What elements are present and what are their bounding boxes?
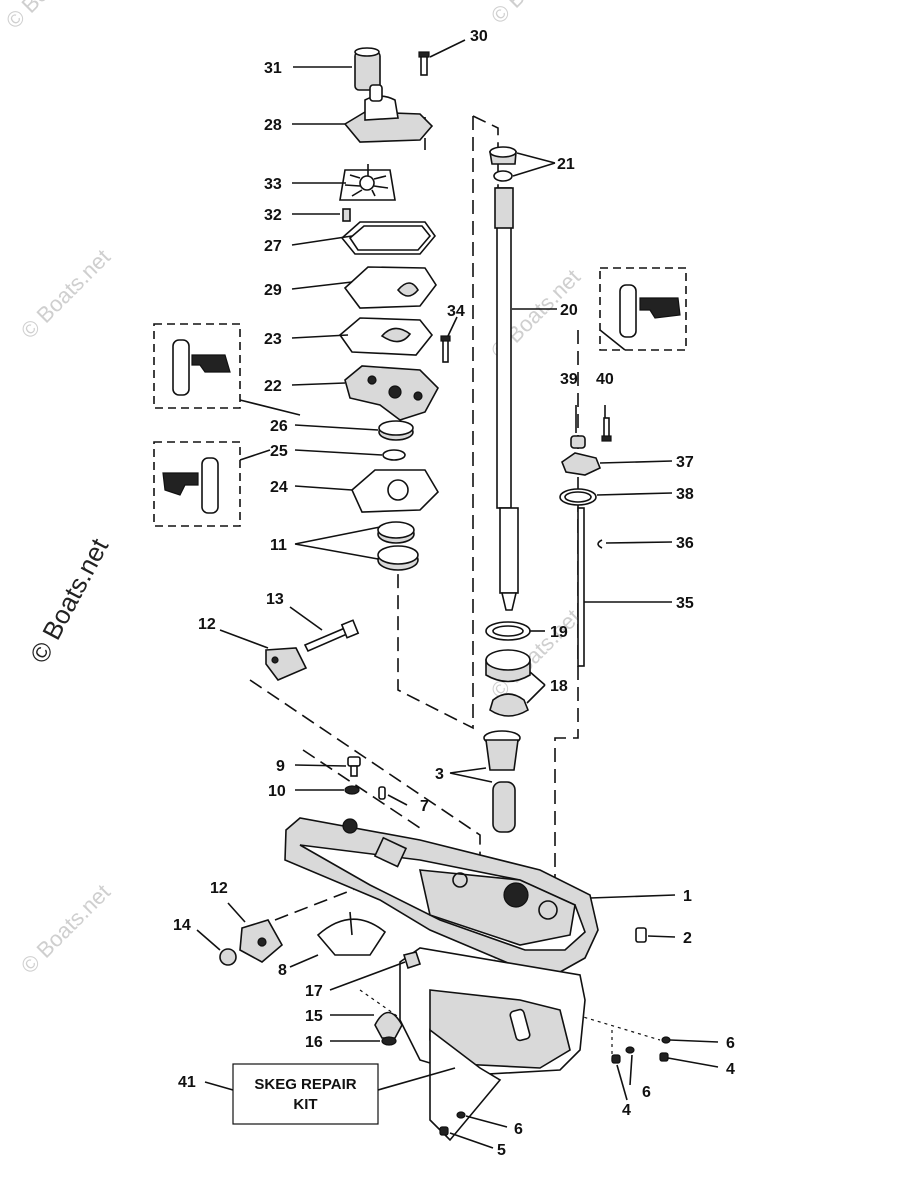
part-38-oring xyxy=(559,488,597,506)
part-17-screw xyxy=(402,951,422,970)
leader-lines xyxy=(196,39,719,1149)
part-7-pin xyxy=(378,786,386,800)
detail-box-26 xyxy=(153,323,241,409)
part-2-plug xyxy=(635,927,647,943)
callout-3: 3 xyxy=(435,766,444,783)
callout-25: 25 xyxy=(270,443,288,460)
callout-9: 9 xyxy=(276,758,285,775)
callout-20: 20 xyxy=(560,302,578,319)
detail-box-25 xyxy=(153,441,241,527)
callout-17: 17 xyxy=(305,983,323,1000)
callout-4-middle: 4 xyxy=(622,1102,631,1119)
part-18-bearing xyxy=(485,649,531,717)
callout-labels: 31 30 28 33 32 27 29 34 23 22 26 25 24 1… xyxy=(173,28,735,1159)
callout-26: 26 xyxy=(270,418,288,435)
callout-40: 40 xyxy=(596,371,614,388)
callout-37: 37 xyxy=(676,454,694,471)
callout-2: 2 xyxy=(683,930,692,947)
callout-6-bottom: 6 xyxy=(514,1121,523,1138)
callout-18: 18 xyxy=(550,678,568,695)
callout-10: 10 xyxy=(268,783,286,800)
part-9-screw xyxy=(347,756,361,777)
part-25-ring xyxy=(382,449,406,461)
callout-39: 39 xyxy=(560,371,578,388)
part-35-shift-shaft xyxy=(577,507,585,667)
part-32-key xyxy=(342,208,351,222)
callout-22: 22 xyxy=(264,378,282,395)
skeg-repair-kit-box: SKEG REPAIR KIT xyxy=(232,1063,379,1125)
callout-30: 30 xyxy=(470,28,488,45)
part-3-sleeve xyxy=(483,730,521,833)
part-33-impeller xyxy=(339,164,396,201)
callout-4-right: 4 xyxy=(726,1061,735,1078)
part-34-screw xyxy=(440,335,451,363)
callout-28: 28 xyxy=(264,117,282,134)
part-31-sleeve xyxy=(354,47,381,91)
part-23-gasket xyxy=(338,317,434,356)
detail-box-39 xyxy=(599,267,687,351)
callout-15: 15 xyxy=(305,1008,323,1025)
part-16-washer xyxy=(381,1036,397,1046)
part-13-bolt xyxy=(303,619,360,653)
part-12b-anode xyxy=(239,919,284,963)
callout-23: 23 xyxy=(264,331,282,348)
part-30-screw xyxy=(418,51,430,76)
watermark-side: © Boats.net xyxy=(24,533,115,668)
callout-24: 24 xyxy=(270,479,288,496)
callout-12-bottom: 12 xyxy=(210,880,228,897)
part-small-screws xyxy=(439,1036,671,1136)
callout-21: 21 xyxy=(557,156,575,173)
skeg-kit-line-1: SKEG REPAIR xyxy=(254,1076,356,1093)
part-36-clip xyxy=(597,539,603,549)
callout-31: 31 xyxy=(264,60,282,77)
callout-41: 41 xyxy=(178,1074,196,1091)
callout-5: 5 xyxy=(497,1142,506,1159)
part-11-seals xyxy=(377,521,419,571)
callout-33: 33 xyxy=(264,176,282,193)
part-8-trim-tab xyxy=(316,911,387,956)
callout-19: 19 xyxy=(550,624,568,641)
part-39-bushing xyxy=(570,435,586,449)
part-40-screw xyxy=(601,417,612,442)
part-28-pump-housing xyxy=(343,84,434,143)
part-15-plug xyxy=(374,1011,403,1039)
watermark-6: © Boats.net xyxy=(1,0,100,34)
part-27-gasket xyxy=(340,221,437,255)
part-26-seal xyxy=(378,420,414,441)
part-21-bushings xyxy=(489,146,517,182)
part-14-nut xyxy=(219,948,237,966)
part-37-retainer xyxy=(561,452,602,476)
part-10-washer xyxy=(344,785,360,795)
part-22-pump-base xyxy=(344,365,439,421)
callout-29: 29 xyxy=(264,282,282,299)
callout-13: 13 xyxy=(266,591,284,608)
callout-11: 11 xyxy=(270,537,287,554)
callout-32: 32 xyxy=(264,207,282,224)
skeg-kit-line-2: KIT xyxy=(293,1096,317,1113)
part-12-anode xyxy=(265,647,308,681)
watermark-3: © Boats.net xyxy=(16,879,115,978)
callout-36: 36 xyxy=(676,535,694,552)
part-20-driveshaft xyxy=(494,187,519,611)
part-1-gear-housing xyxy=(284,817,599,1142)
callout-7: 7 xyxy=(420,798,429,815)
callout-27: 27 xyxy=(264,238,282,255)
callout-35: 35 xyxy=(676,595,694,612)
callout-14: 14 xyxy=(173,917,191,934)
callout-34: 34 xyxy=(447,303,465,320)
callout-1: 1 xyxy=(683,888,692,905)
callout-16: 16 xyxy=(305,1034,323,1051)
watermark-1: © Boats.net xyxy=(16,244,115,343)
callout-6-middle: 6 xyxy=(642,1084,651,1101)
part-19-shim xyxy=(485,621,531,641)
callout-6-right: 6 xyxy=(726,1035,735,1052)
part-24-gasket xyxy=(351,469,440,513)
watermark-7: © Boats.net xyxy=(486,0,585,29)
part-29-plate xyxy=(343,266,437,309)
callout-12-top: 12 xyxy=(198,616,216,633)
callout-38: 38 xyxy=(676,486,694,503)
callout-8: 8 xyxy=(278,962,287,979)
